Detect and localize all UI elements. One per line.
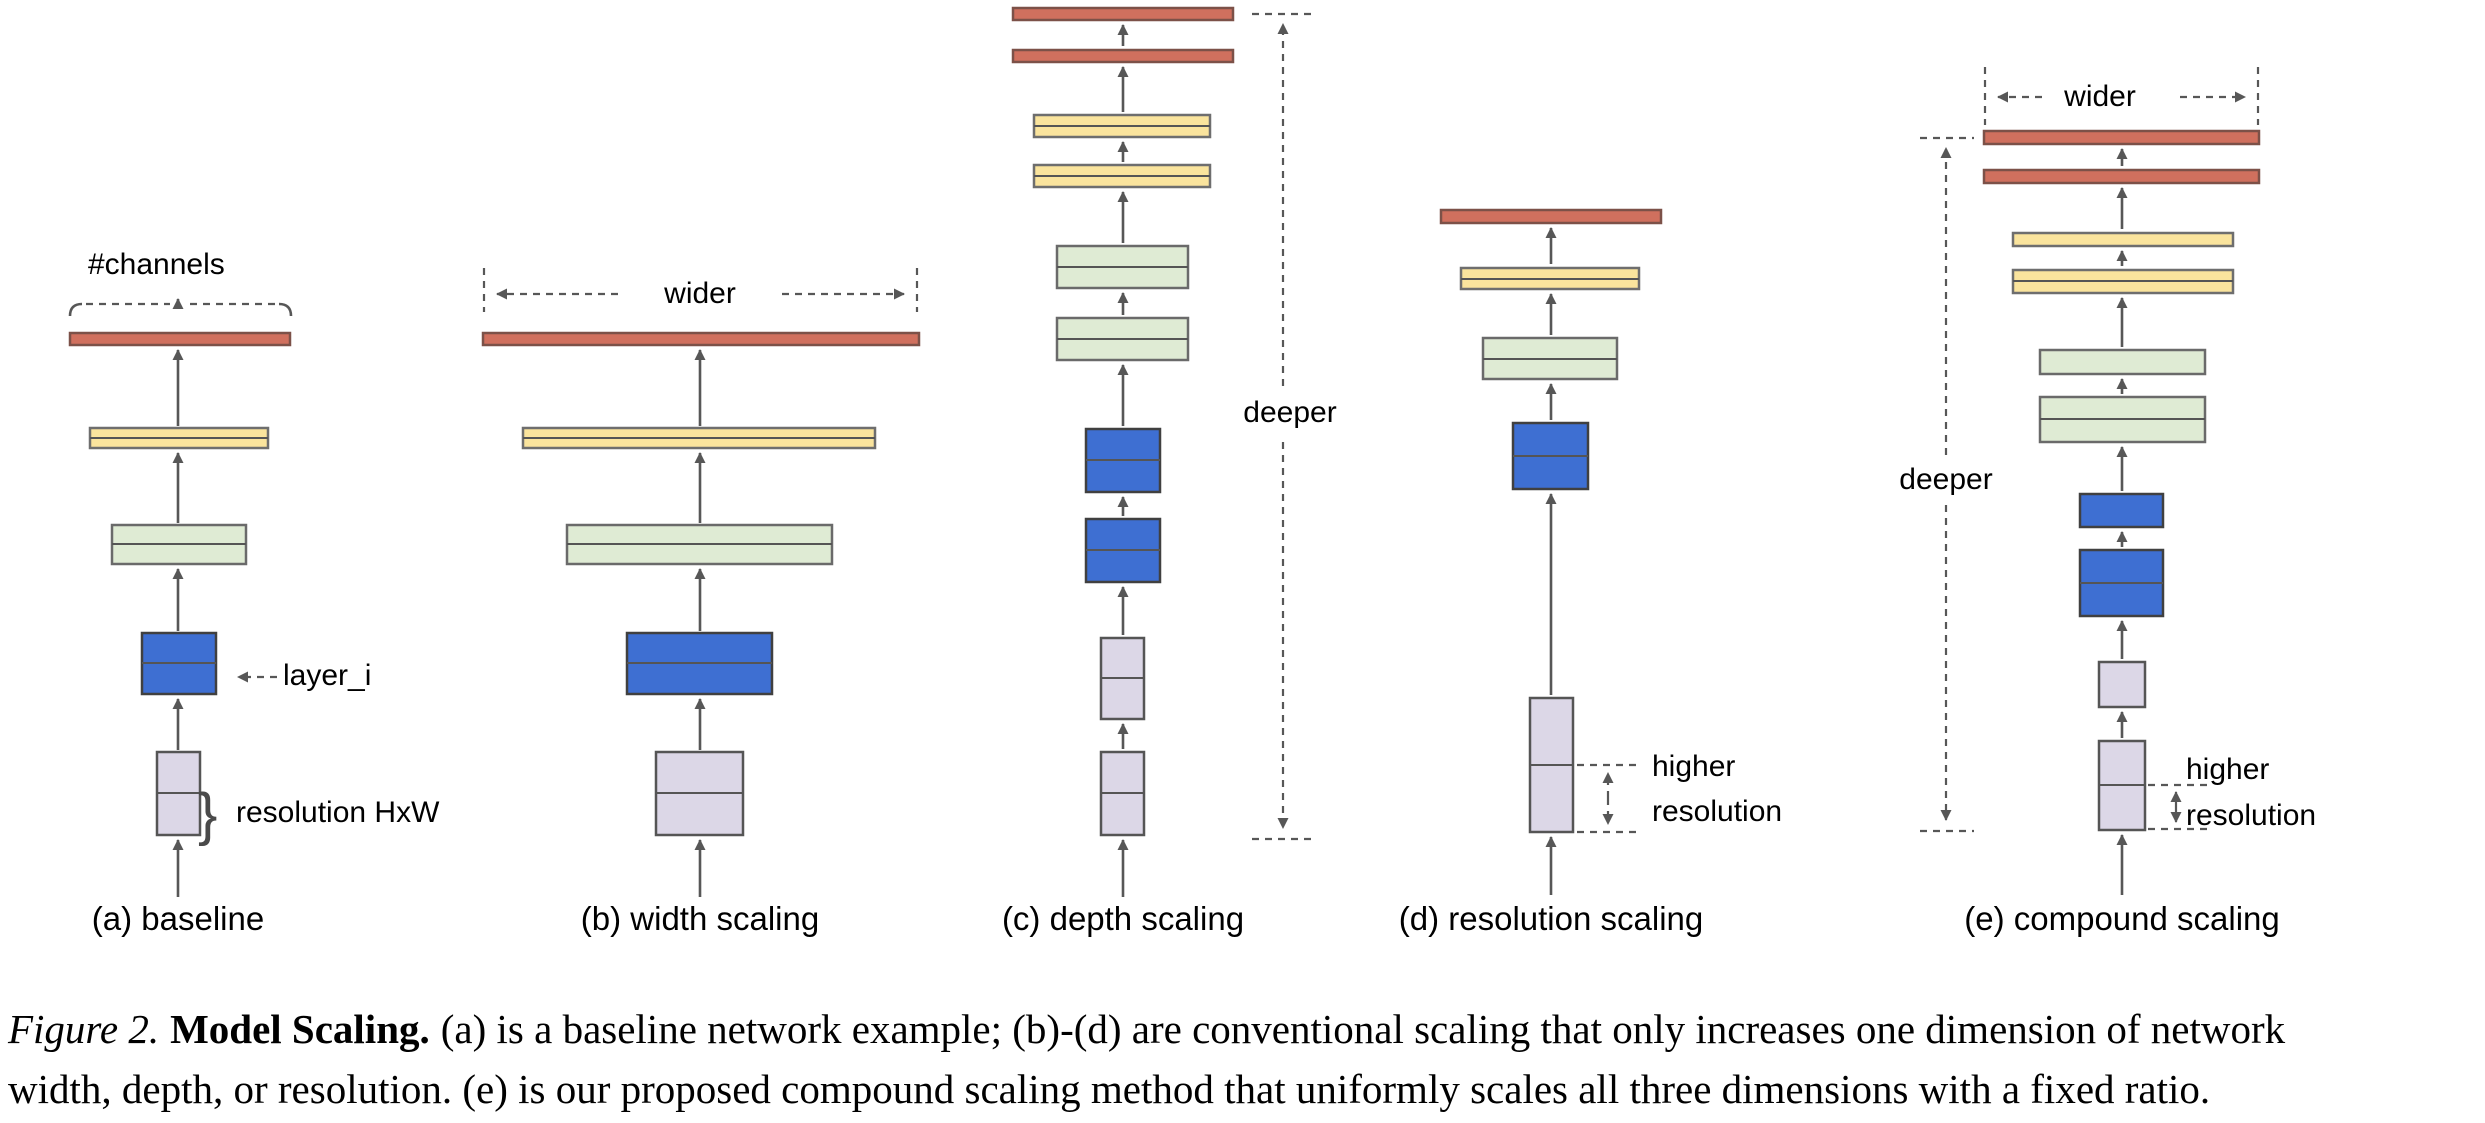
figure-caption-number: Figure 2. xyxy=(8,1006,160,1052)
layer-i-label: layer_i xyxy=(283,659,372,692)
channels-bracket-left-hook xyxy=(68,302,83,317)
layer-box xyxy=(2078,492,2165,529)
higher-label-e: higher xyxy=(2186,753,2270,786)
input-resolution-box xyxy=(2097,660,2147,709)
channels-label: #channels xyxy=(88,248,225,281)
output-layer-bar-2 xyxy=(1982,168,2261,185)
output-layer-bar xyxy=(1439,208,1663,225)
caption-panel-d: (d) resolution scaling xyxy=(1398,900,1704,937)
conv-layer-box xyxy=(2038,348,2207,376)
panel-d-diagram xyxy=(1439,208,1663,895)
caption-panel-c: (c) depth scaling xyxy=(1001,900,1245,937)
panel-a-diagram xyxy=(68,298,293,897)
resolution-hw-label: resolution HxW xyxy=(236,796,440,829)
panel-e-diagram xyxy=(1920,67,2261,895)
caption-panel-a: (a) baseline xyxy=(91,900,265,937)
resolution-brace: } xyxy=(198,782,218,847)
figure-caption-title: Model Scaling. xyxy=(170,1006,430,1052)
panel-b-diagram xyxy=(481,268,921,897)
panel-c-diagram xyxy=(1011,6,1314,897)
caption-panel-b: (b) width scaling xyxy=(580,900,820,937)
fc-layer-bar xyxy=(2011,231,2235,248)
deeper-label-c: deeper xyxy=(1243,396,1337,429)
output-layer-bar xyxy=(481,331,921,347)
caption-panel-e: (e) compound scaling xyxy=(1964,900,2280,937)
figure-caption-text2: width, depth, or resolution. (e) is our … xyxy=(8,1066,2211,1112)
figure-caption-text1: (a) is a baseline network example; (b)-(… xyxy=(440,1006,2286,1052)
output-layer-bar xyxy=(1011,6,1235,22)
wider-label-b: wider xyxy=(664,277,736,310)
output-layer-bar xyxy=(68,331,292,347)
figure-caption-line1: Figure 2.Model Scaling.(a) is a baseline… xyxy=(8,1000,2482,1060)
output-layer-bar xyxy=(1982,129,2261,146)
wider-label-e: wider xyxy=(2064,80,2136,113)
resolution-label-e: resolution xyxy=(2186,799,2317,832)
figure-caption-line2: width, depth, or resolution. (e) is our … xyxy=(8,1060,2482,1120)
output-layer-bar-2 xyxy=(1011,48,1235,64)
resolution-label-d: resolution xyxy=(1652,795,1783,828)
higher-label-d: higher xyxy=(1652,750,1736,783)
deeper-label-e: deeper xyxy=(1899,463,1993,496)
channels-bracket-right-hook xyxy=(278,302,293,317)
